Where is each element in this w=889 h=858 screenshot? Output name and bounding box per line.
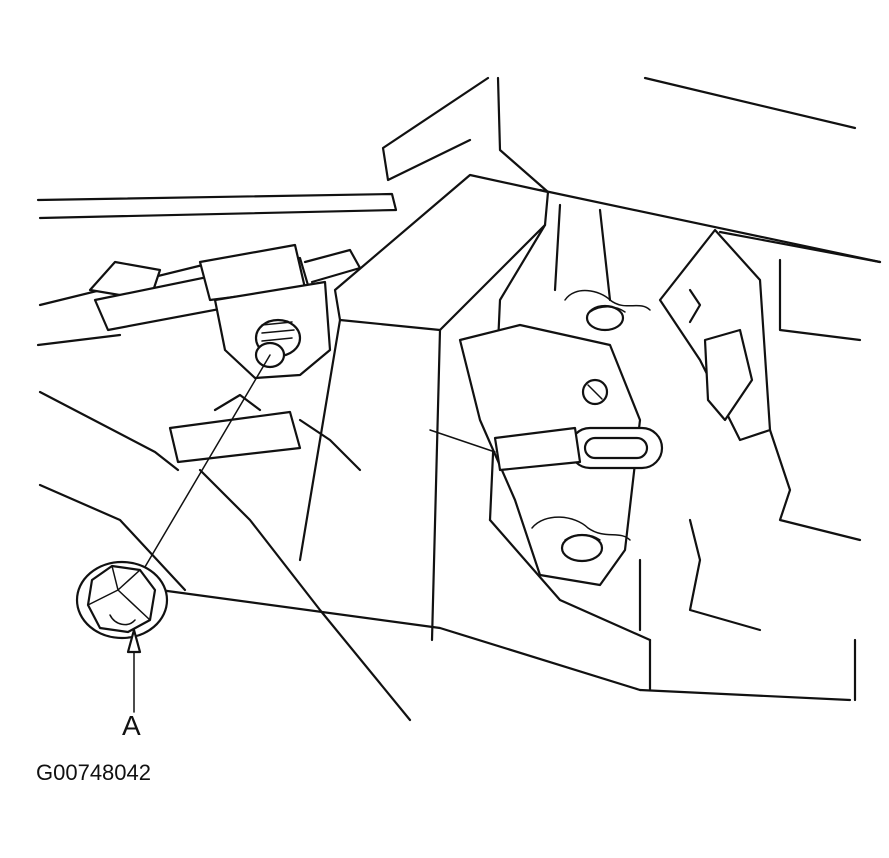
center-bracket xyxy=(298,173,652,692)
leader-line xyxy=(141,354,271,573)
callout-arrow xyxy=(126,628,142,713)
retaining-clips xyxy=(531,289,651,563)
flange-nut xyxy=(75,560,169,640)
right-housing xyxy=(638,258,862,632)
upper-cable-assembly xyxy=(88,243,362,332)
selector-lever-plate xyxy=(429,323,664,587)
callout-label-a: A xyxy=(122,710,141,741)
stud-mount-tab xyxy=(213,280,332,380)
right-bracket xyxy=(658,228,772,442)
background-structure xyxy=(36,76,882,722)
lower-cable-assembly xyxy=(168,393,302,464)
figure-id: G00748042 xyxy=(36,760,151,785)
